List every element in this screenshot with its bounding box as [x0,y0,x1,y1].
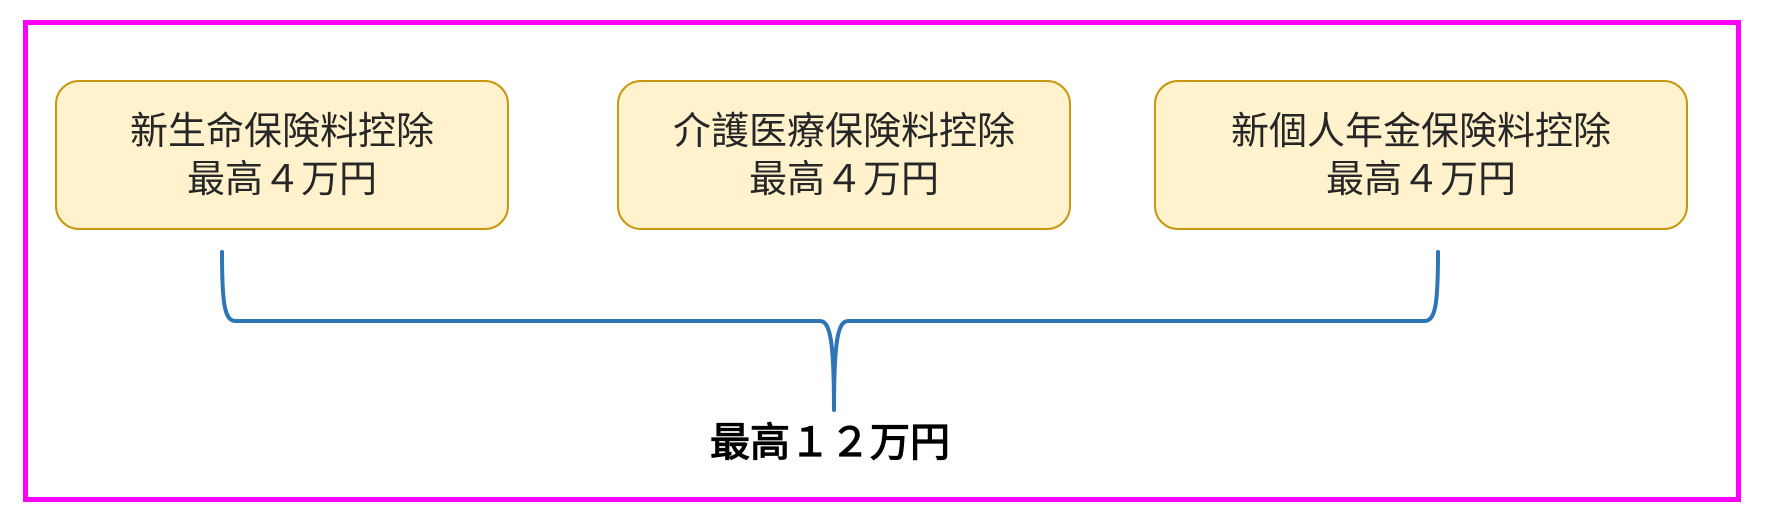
deduction-name: 新生命保険料控除 [129,109,434,153]
outer-frame [23,20,1741,502]
brace-path [220,250,1440,412]
deduction-box-medical-care-insurance: 介護医療保険料控除 最高４万円 [617,80,1071,230]
deduction-box-life-insurance: 新生命保険料控除 最高４万円 [55,80,509,230]
deduction-name: 新個人年金保険料控除 [1230,109,1611,153]
deduction-limit: 最高４万円 [1325,157,1516,201]
total-limit-label: 最高１２万円 [710,420,950,466]
deduction-limit: 最高４万円 [186,157,377,201]
deduction-box-pension-insurance: 新個人年金保険料控除 最高４万円 [1154,80,1688,230]
deduction-name: 介護医療保険料控除 [672,109,1015,153]
deduction-limit: 最高４万円 [748,157,939,201]
